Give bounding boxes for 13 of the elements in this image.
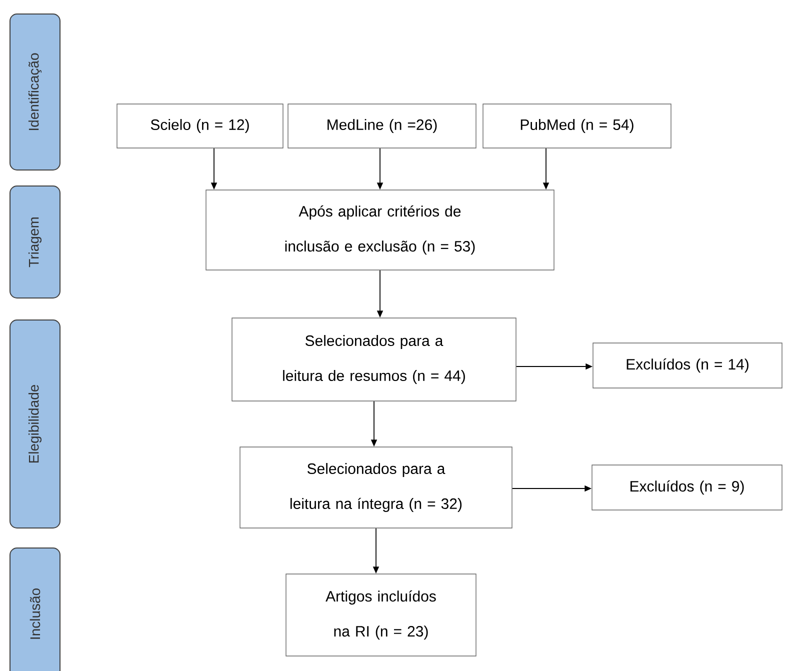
process-box: Selecionados para a leitura na íntegra (n = 32): [240, 446, 512, 528]
phase-label: Triagem: [10, 186, 60, 298]
process-box: PubMed (n = 54): [482, 104, 672, 148]
process-box: MedLine (n =26): [288, 104, 476, 148]
process-box: Excluídos (n = 14): [592, 342, 782, 388]
phase-label: Identificação: [10, 14, 60, 170]
process-box: Artigos incluídos na RI (n = 23): [286, 574, 476, 656]
process-box: Excluídos (n = 9): [592, 464, 782, 510]
phase-label: Elegibilidade: [10, 320, 60, 528]
process-box: Scielo (n = 12): [116, 104, 284, 148]
process-box: Selecionados para a leitura de resumos (n = 44): [232, 318, 516, 402]
phase-label: Inclusão: [10, 548, 60, 671]
process-box: Após aplicar critérios de inclusão e exclusão (n = 53): [206, 190, 554, 270]
